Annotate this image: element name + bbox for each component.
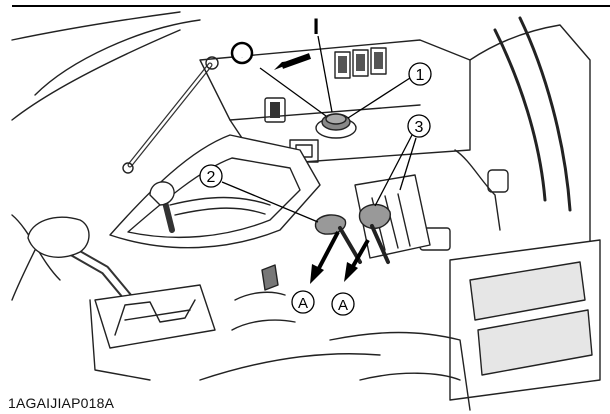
arrow-a1-head (310, 264, 324, 284)
rocker-switch (370, 47, 387, 75)
gas-strut-highlight (128, 63, 212, 167)
leader-line-3b (399, 137, 417, 191)
label-on: I (313, 14, 319, 39)
leader-line-1 (347, 77, 411, 119)
console-side (89, 299, 151, 381)
callout-2-circle (199, 164, 223, 188)
callout-3-circle (407, 114, 431, 138)
leader-line-2 (221, 181, 319, 223)
arrow-to-off-shaft (280, 53, 312, 69)
shift-lever-knob (149, 181, 175, 206)
strut-mount (205, 56, 219, 70)
cab-frame-line (34, 19, 201, 96)
floor-edge (199, 353, 381, 381)
rocker-switch-face (338, 56, 347, 73)
shift-gate-slot (114, 299, 196, 336)
gear-slot (169, 196, 271, 206)
pto-knob-top (325, 113, 347, 125)
shift-gate-slot (124, 309, 191, 321)
main-lever-knob (27, 216, 90, 258)
cab-frame-line (11, 29, 181, 121)
leader-line-off (259, 67, 327, 117)
panel-switch-face (270, 102, 280, 118)
strut-mount (122, 162, 134, 174)
callout-1: 1 (416, 67, 425, 84)
callout-a-circle (331, 292, 355, 316)
roll-bar (518, 16, 572, 212)
lever-slot (397, 193, 411, 247)
rocker-switch (334, 51, 351, 79)
callout-3: 3 (415, 119, 424, 136)
figure-code: 1AGAIJIAP018A (8, 395, 115, 411)
floor-mat (469, 261, 586, 321)
seat-bracket (454, 149, 501, 231)
arrow-a2-shaft (350, 239, 370, 269)
roll-bar (493, 28, 547, 202)
rocker-switch (352, 49, 369, 77)
arrow-a1-shaft (316, 231, 340, 271)
gear-slot (174, 207, 266, 216)
shift-gate-plate (94, 284, 216, 349)
rocker-switch-face (356, 54, 365, 71)
seat-knob (487, 169, 509, 193)
label-off-circle (230, 41, 254, 65)
floor-edge (329, 331, 471, 411)
lever-housing (354, 174, 431, 259)
callout-a: A (298, 295, 308, 312)
rocker-switch-face (374, 52, 383, 69)
callout-1-circle (408, 62, 432, 86)
lever-slot (384, 195, 399, 249)
floor-lever-guide (234, 291, 286, 301)
label-off: O (242, 57, 243, 59)
dash-panel-edge (229, 104, 421, 121)
panel-switch (264, 97, 286, 123)
fender-outline (469, 24, 591, 381)
floor-lever-guide (231, 319, 296, 331)
callout-a-circle (291, 290, 315, 314)
lever-3-knob (358, 203, 391, 229)
floor-edge (359, 372, 461, 381)
small-lever (261, 264, 279, 291)
lever-3-rod (370, 224, 390, 264)
floor-mat (477, 309, 593, 376)
arrow-a2-head (344, 262, 358, 282)
leader-line-3a (374, 134, 413, 207)
cab-frame-line (11, 11, 181, 41)
callout-a: A (338, 297, 348, 314)
leader-line-on (317, 35, 333, 113)
callout-2: 2 (207, 169, 216, 186)
